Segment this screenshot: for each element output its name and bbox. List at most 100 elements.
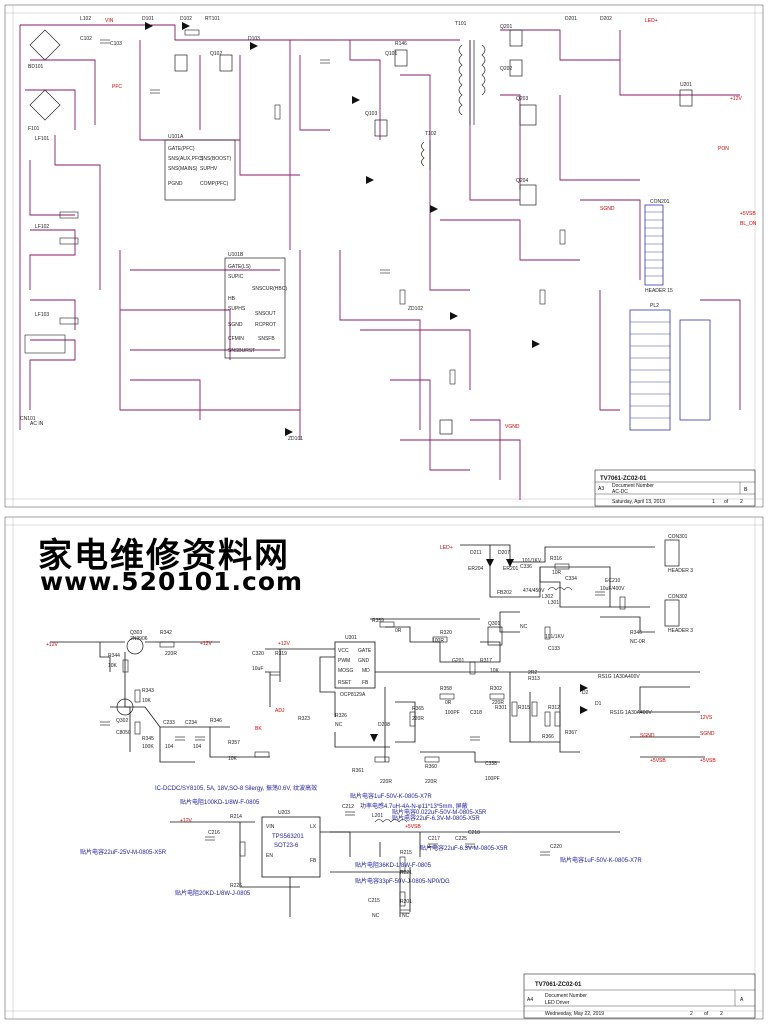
transformer-t101 [458,40,486,125]
svg-text:功率电感4.7uH-4A-N-φ11*13*5mm, 屏蔽: 功率电感4.7uH-4A-N-φ11*13*5mm, 屏蔽 [360,802,468,810]
svg-text:VIN: VIN [266,824,275,830]
svg-text:R359: R359 [372,618,384,624]
title-block-sheet2: TV7061-ZC02-01 A4 Document Number LED Dr… [523,973,756,1019]
svg-text:C102: C102 [80,36,92,42]
watermark-site-url: www.520101.com [40,567,304,596]
svg-text:R326: R326 [335,713,347,719]
svg-text:C320: C320 [252,651,264,657]
svg-text:220R: 220R [412,716,424,722]
svg-text:贴片电容22uF-25V-M-0805-X5R: 贴片电容22uF-25V-M-0805-X5R [80,848,167,856]
schematic-ac-dc-drawing: U101A GATE(PFC) SNS(AUX,PFC) SNS(MAINS) … [4,4,764,508]
net-sgnd: SGND [600,206,615,212]
svg-text:L302: L302 [542,594,553,600]
svg-text:100R: 100R [432,638,444,644]
ic-u101b-ref: U101B [228,252,244,258]
svg-text:R201: R201 [400,899,412,905]
svg-text:PWM: PWM [338,658,350,664]
svg-text:Q203: Q203 [516,96,528,102]
schematic-sheet-ac-dc: U101A GATE(PFC) SNS(AUX,PFC) SNS(MAINS) … [4,4,764,508]
svg-text:R323: R323 [298,716,310,722]
svg-text:104: 104 [165,744,174,750]
svg-text:CON302: CON302 [668,594,688,600]
net-sgnd-3: SGND [640,733,655,739]
schematic-sheet-led-driver: U301 VCC PWM MOSG RSET GATE GND MD FB OC… [0,512,768,1024]
net-led-plus-2: LED+ [440,545,453,551]
svg-text:Q101: Q101 [385,51,397,57]
svg-text:A: A [740,997,744,1003]
svg-text:TV7061-ZC02-01: TV7061-ZC02-01 [600,476,647,482]
transistor-symbols [174,29,693,435]
svg-text:C212: C212 [342,804,354,810]
svg-text:Q103: Q103 [365,111,377,117]
svg-text:R316: R316 [550,556,562,562]
svg-text:1: 1 [712,499,715,505]
net-12v-right: +12V [200,641,212,647]
svg-text:MD: MD [362,668,370,674]
svg-text:U203: U203 [278,810,290,816]
net-bk: BK [255,726,262,732]
svg-text:GATE: GATE [358,648,372,654]
net-pfc: PFC [112,84,122,90]
diode-symbols-2 [370,559,588,742]
svg-text:HEADER 3: HEADER 3 [668,628,693,634]
net-5vsb-2: +5VSB [700,758,716,764]
svg-text:HEADER 3: HEADER 3 [668,568,693,574]
net-sgnd-2: SGND [700,731,715,737]
svg-text:Q102: Q102 [210,51,222,57]
svg-text:Document Number: Document Number [612,483,654,489]
svg-text:TPS563201: TPS563201 [272,834,304,840]
svg-text:C318: C318 [470,710,482,716]
svg-text:D201: D201 [565,16,577,22]
svg-text:R342: R342 [160,630,172,636]
svg-text:D102: D102 [180,16,192,22]
svg-text:R215: R215 [400,850,412,856]
svg-text:D103: D103 [248,36,260,42]
svg-text:贴片电容1uF-50V-K-0805-X7R: 贴片电容1uF-50V-K-0805-X7R [350,792,432,800]
connector-pl2: PL2 [629,303,711,431]
svg-text:FB202: FB202 [497,590,512,596]
svg-text:C336: C336 [520,564,532,570]
svg-text:R221: R221 [400,870,412,876]
ic-u203: U203 VIN LX EN FB TPS563201 SOT23-6 [261,810,321,878]
diode-symbols [145,22,540,436]
sheet-frame-2 [4,516,764,1020]
svg-text:Q303: Q303 [130,630,142,636]
svg-text:LED Driver: LED Driver [545,1000,570,1006]
svg-text:10K: 10K [142,698,152,704]
svg-text:ER201: ER201 [503,566,519,572]
svg-text:T102: T102 [425,131,437,137]
svg-text:10K: 10K [490,668,500,674]
svg-text:2: 2 [720,1011,723,1017]
svg-text:D208: D208 [378,722,390,728]
svg-text:SNSFB: SNSFB [258,336,275,342]
net-bl-on: BL_ON [740,221,757,227]
svg-text:SGND: SGND [228,322,243,328]
svg-text:D207: D207 [498,550,510,556]
svg-text:R346: R346 [630,630,642,636]
svg-text:Saturday, April 13, 2019: Saturday, April 13, 2019 [612,499,665,505]
net-12v-left: +12V [46,642,58,648]
svg-text:Q301: Q301 [488,621,500,627]
svg-text:R361: R361 [352,768,364,774]
svg-text:RS1G 1A30A400V: RS1G 1A30A400V [610,710,652,716]
svg-text:COMP(PFC): COMP(PFC) [200,181,229,187]
svg-text:贴片电阻20KD-1/8W-J-0805: 贴片电阻20KD-1/8W-J-0805 [175,889,251,897]
svg-text:PL2: PL2 [650,303,659,309]
svg-text:D1: D1 [595,701,602,707]
svg-text:CFMIN: CFMIN [228,336,244,342]
net-12v-u301: +12V [278,641,290,647]
svg-text:C216: C216 [208,830,220,836]
svg-text:C215: C215 [368,898,380,904]
svg-text:C334: C334 [565,576,577,582]
svg-text:SNSBURST: SNSBURST [228,348,255,354]
svg-text:FB: FB [362,680,369,686]
svg-text:R313: R313 [528,676,540,682]
svg-text:B: B [744,487,748,493]
svg-text:D202: D202 [600,16,612,22]
svg-text:L201: L201 [372,813,383,819]
svg-text:U201: U201 [680,82,692,88]
svg-text:2: 2 [690,1011,693,1017]
svg-text:R365: R365 [412,706,424,712]
svg-text:L102: L102 [80,16,91,22]
net-12v: +12V [730,96,742,102]
